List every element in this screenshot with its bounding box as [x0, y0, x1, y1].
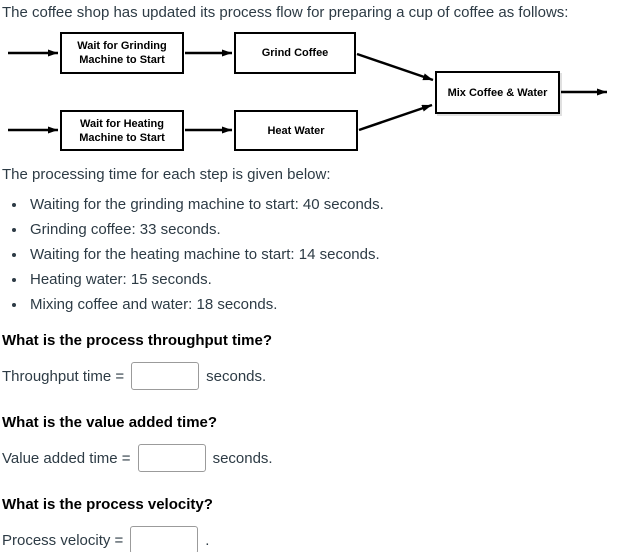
flow-arrows — [8, 49, 607, 134]
throughput-suffix: seconds. — [206, 367, 267, 385]
processing-time-item: Heating water: 15 seconds. — [27, 271, 626, 288]
velocity-suffix: . — [205, 531, 210, 549]
processing-time-item: Waiting for the heating machine to start… — [27, 246, 626, 263]
processing-times-list: Waiting for the grinding machine to star… — [0, 196, 626, 313]
value-added-time-input[interactable] — [137, 444, 206, 472]
value-added-answer-row: Value added time = seconds. — [2, 443, 626, 473]
question-velocity-heading: What is the process velocity? — [2, 496, 213, 513]
question-throughput-heading: What is the process throughput time? — [2, 332, 273, 349]
processing-time-item: Grinding coffee: 33 seconds. — [27, 221, 626, 238]
processing-time-item: Mixing coffee and water: 18 seconds. — [27, 296, 626, 313]
process-box-wait-grinding: Wait for Grinding Machine to Start — [60, 32, 184, 74]
velocity-label: Process velocity = — [2, 531, 124, 549]
process-box-grind-coffee: Grind Coffee — [234, 32, 356, 74]
process-box-heat-water: Heat Water — [234, 110, 358, 151]
arrow-grind-to-mix — [356, 52, 434, 82]
process-box-mix-coffee-water: Mix Coffee & Water — [435, 71, 560, 114]
process-flow-diagram: Wait for Grinding Machine to Start Grind… — [0, 28, 626, 163]
throughput-time-input[interactable] — [131, 362, 200, 390]
velocity-answer-row: Process velocity = . — [2, 525, 626, 552]
throughput-answer-row: Throughput time = seconds. — [2, 361, 626, 391]
arrow-heat-to-mix — [358, 103, 433, 132]
process-box-wait-heating: Wait for Heating Machine to Start — [60, 110, 184, 151]
process-velocity-input[interactable] — [130, 526, 199, 552]
throughput-label: Throughput time = — [2, 367, 125, 385]
processing-time-item: Waiting for the grinding machine to star… — [27, 196, 626, 213]
processing-times-intro: The processing time for each step is giv… — [2, 166, 331, 183]
value-added-label: Value added time = — [2, 449, 131, 467]
intro-text: The coffee shop has updated its process … — [2, 4, 569, 21]
question-value-added-heading: What is the value added time? — [2, 414, 218, 431]
value-added-suffix: seconds. — [212, 449, 273, 467]
